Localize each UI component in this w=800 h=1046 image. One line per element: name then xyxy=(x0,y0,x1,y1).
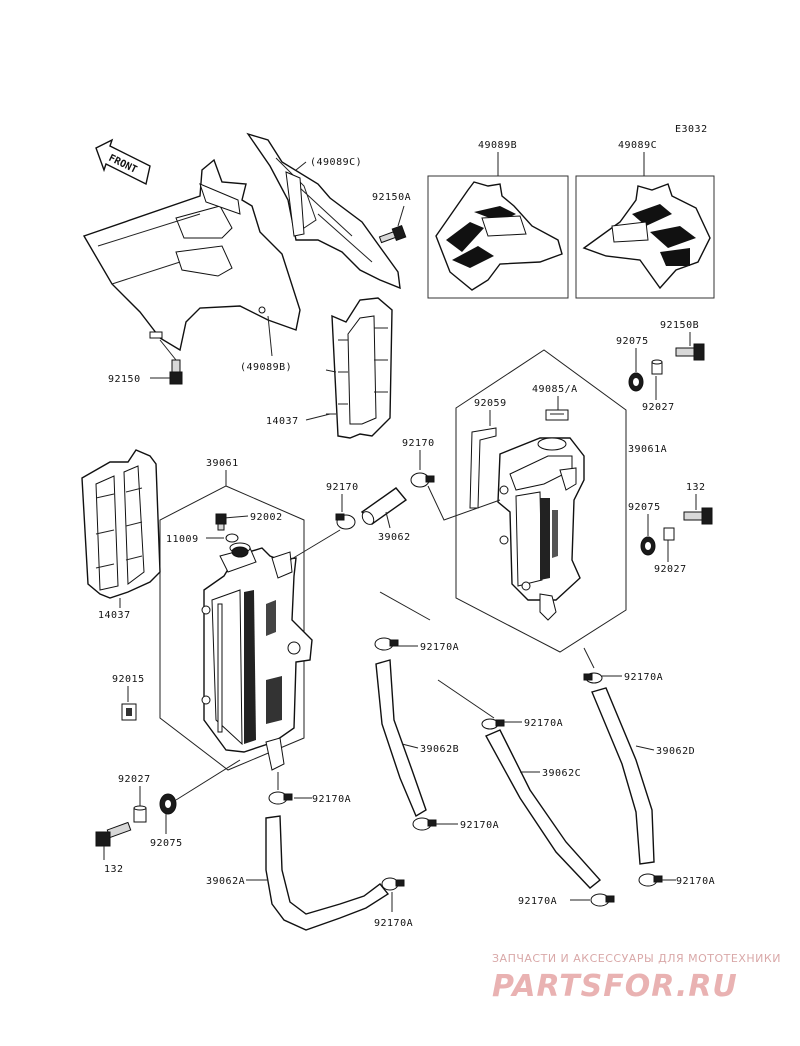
label-92170A-8: 92170A xyxy=(374,918,413,929)
label-39062A: 39062A xyxy=(206,876,245,887)
clamp-92170A-2-icon xyxy=(412,817,437,831)
decal-49089B-graphic xyxy=(435,181,563,291)
clamp-92170A-7-icon xyxy=(268,791,293,805)
label-92150: 92150 xyxy=(108,374,141,385)
label-92170A-3: 92170A xyxy=(524,718,563,729)
grommet-92075-right-icon xyxy=(640,536,656,556)
bolt-92150-icon xyxy=(169,359,183,385)
label-92075-top: 92075 xyxy=(616,336,649,347)
label-92170A-6: 92170A xyxy=(676,876,715,887)
clamp-92170A-3-icon xyxy=(481,718,505,730)
decal-49089C-graphic xyxy=(582,183,711,290)
label-49085A: 49085/A xyxy=(532,384,578,395)
washer-11009-icon xyxy=(225,533,249,558)
label-92170A-4: 92170A xyxy=(518,896,557,907)
label-92015: 92015 xyxy=(112,674,145,685)
decal-box-49089C xyxy=(575,175,715,299)
collar-92027-right-icon xyxy=(663,527,675,541)
grommet-92075-top-icon xyxy=(628,372,644,392)
label-92170A-7: 92170A xyxy=(312,794,351,805)
label-49089B-paren: (49089B) xyxy=(240,362,292,373)
clamp-92170-mid-icon xyxy=(335,513,356,530)
bolt-132-right-icon xyxy=(683,507,713,525)
label-92170A-1: 92170A xyxy=(420,642,459,653)
label-92027-right: 92027 xyxy=(654,564,687,575)
label-39062B: 39062B xyxy=(420,744,459,755)
clip-92015-icon xyxy=(121,703,137,721)
diagram-code: E3032 xyxy=(675,124,708,135)
label-39062D: 39062D xyxy=(656,746,695,757)
front-arrow-icon: FRONT xyxy=(95,138,151,186)
hose-39062A xyxy=(265,815,390,931)
label-132-right: 132 xyxy=(686,482,706,493)
label-49089B-box: 49089B xyxy=(478,140,517,151)
clamp-92170A-6-icon xyxy=(638,873,663,887)
radiator-left-39061 xyxy=(201,542,313,771)
radiator-guard-left xyxy=(81,449,161,599)
hose-39062D xyxy=(591,687,655,865)
connector-pipe-39062 xyxy=(360,487,408,525)
watermark-tagline: ЗАПЧАСТИ И АКСЕССУАРЫ ДЛЯ МОТОТЕХНИКИ xyxy=(492,952,781,965)
label-92170A-5: 92170A xyxy=(624,672,663,683)
breather-hose-92059 xyxy=(469,427,497,509)
clamp-92170A-1-icon xyxy=(374,637,399,651)
label-92002: 92002 xyxy=(250,512,283,523)
label-92075-left: 92075 xyxy=(150,838,183,849)
watermark-brand: PARTSFOR.RU xyxy=(492,969,738,1004)
label-92027-left: 92027 xyxy=(118,774,151,785)
hose-39062C xyxy=(485,729,602,889)
collar-92027-left-icon xyxy=(133,805,147,823)
label-39062: 39062 xyxy=(378,532,411,543)
grommet-92075-left-icon xyxy=(159,793,177,815)
label-11009: 11009 xyxy=(166,534,199,545)
clamp-92170-right-icon xyxy=(410,472,435,488)
label-14037-right: 14037 xyxy=(266,416,299,427)
left-radiator-shroud xyxy=(82,158,301,352)
label-39061: 39061 xyxy=(206,458,239,469)
label-92170A-2: 92170A xyxy=(460,820,499,831)
clamp-92170A-8-icon xyxy=(381,877,405,891)
radiator-cap-seal-49085A xyxy=(545,409,569,421)
bolt-92150B-icon xyxy=(675,343,705,361)
bolt-92150A-icon xyxy=(378,225,407,244)
collar-92027-top-icon xyxy=(651,359,663,375)
label-92075-right: 92075 xyxy=(628,502,661,513)
label-92170-right: 92170 xyxy=(402,438,435,449)
radiator-right-39061A xyxy=(497,437,585,621)
label-92170-mid: 92170 xyxy=(326,482,359,493)
clamp-92170A-4-icon xyxy=(590,893,615,907)
label-92150A: 92150A xyxy=(372,192,411,203)
hose-39062B xyxy=(375,659,427,818)
radiator-guard-right xyxy=(325,297,393,439)
label-39061A: 39061A xyxy=(628,444,667,455)
label-49089C-top: (49089C) xyxy=(310,157,362,168)
bolt-92002-icon xyxy=(215,513,227,531)
label-132-left: 132 xyxy=(104,864,124,875)
label-92059: 92059 xyxy=(474,398,507,409)
label-92027-top: 92027 xyxy=(642,402,675,413)
label-92150B: 92150B xyxy=(660,320,699,331)
label-14037-left: 14037 xyxy=(98,610,131,621)
clamp-92170A-5-icon xyxy=(583,672,603,684)
label-49089C-box: 49089C xyxy=(618,140,657,151)
upper-shroud-panel xyxy=(246,132,401,290)
bolt-132-left-icon xyxy=(95,821,132,847)
label-39062C: 39062C xyxy=(542,768,581,779)
